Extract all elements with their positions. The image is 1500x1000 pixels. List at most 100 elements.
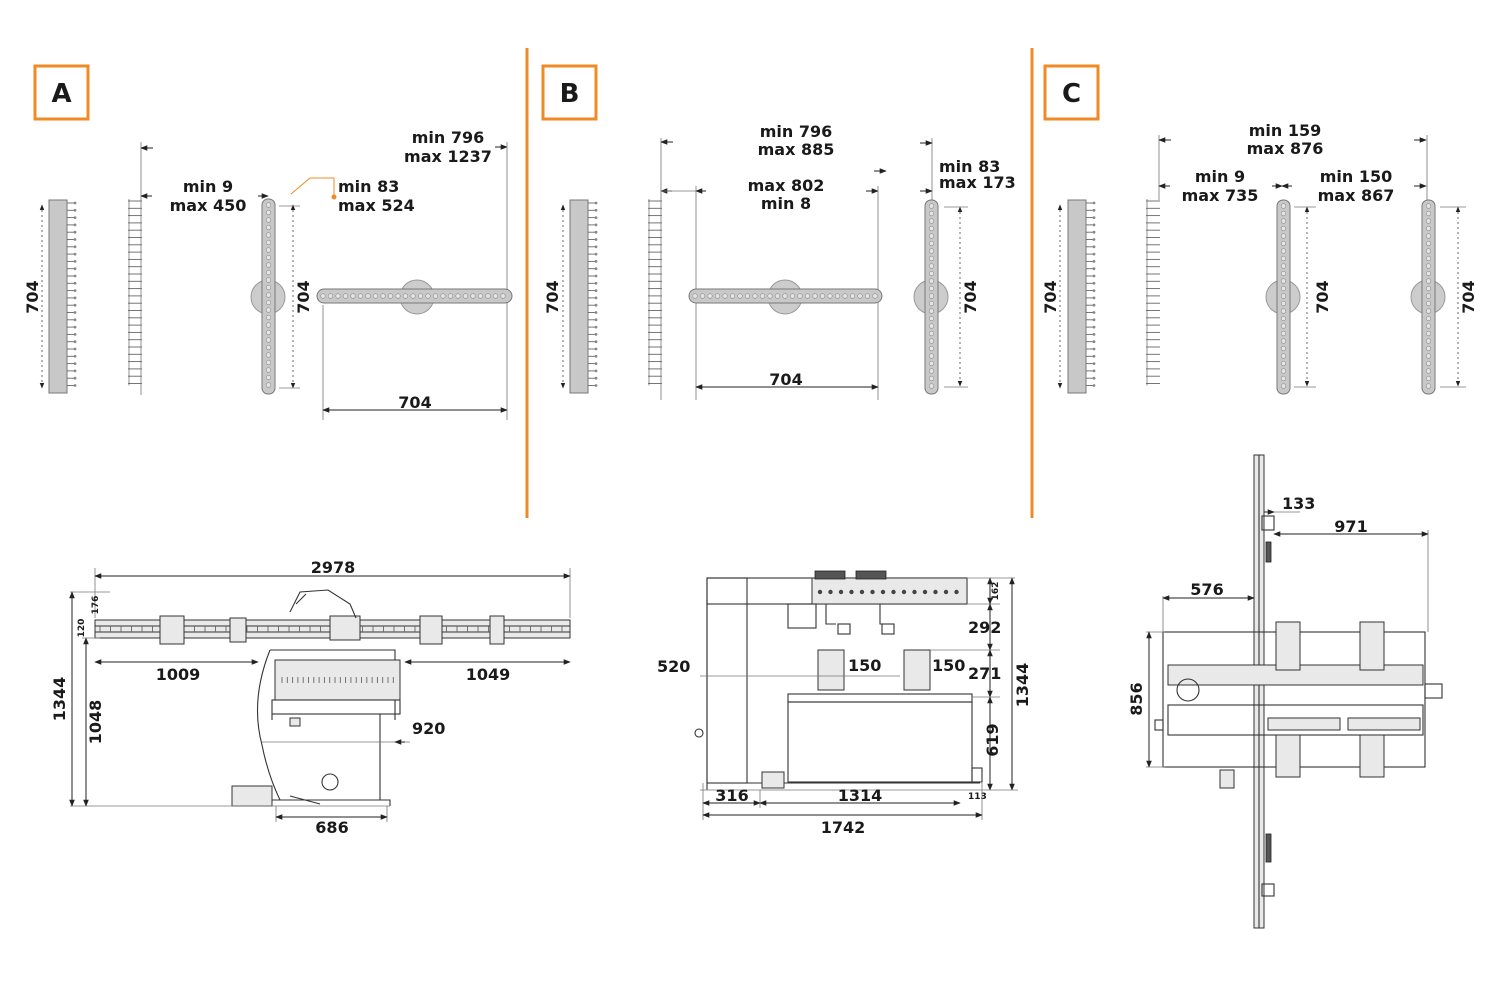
spindle-hole <box>265 337 272 343</box>
spindle-hole <box>265 262 272 268</box>
spindle-hole <box>425 293 431 299</box>
drill-bit-tip <box>73 376 77 380</box>
spindle-hole <box>714 293 721 299</box>
head-dot <box>838 589 844 595</box>
spindle-hole <box>928 233 935 239</box>
front-small-176: 176 <box>91 596 101 615</box>
drill-bit-tip <box>1092 362 1096 365</box>
drill-bit-tip <box>1092 216 1096 220</box>
drill-bit-tip <box>73 201 77 205</box>
side-1742-label: 1742 <box>821 818 866 837</box>
spindle-hole <box>477 293 484 299</box>
side-150b-label: 150 <box>932 656 965 675</box>
front-base-label: 686 <box>315 818 348 837</box>
panel-a-height-label-2: 704 <box>294 280 313 313</box>
panel-b-right-min: min 83 <box>939 157 1000 176</box>
spindle-hole <box>1280 323 1287 329</box>
drill-bit-tip <box>73 325 77 329</box>
spindle-hole <box>432 293 439 299</box>
panel-a-letter: A <box>51 79 71 109</box>
drill-bit-tip <box>73 223 77 227</box>
spindle-hole <box>1280 263 1287 269</box>
side-292-label: 292 <box>968 618 1001 637</box>
drill-bit-tip <box>73 318 77 322</box>
panel-b-drill-teeth <box>588 201 598 387</box>
side-162-label: 162 <box>991 582 1001 601</box>
panel-a-drill-head <box>48 199 68 394</box>
spindle-hole <box>767 293 773 299</box>
side-1314-label: 1314 <box>838 786 883 805</box>
drill-bit-tip <box>594 245 598 249</box>
top-856-label: 856 <box>1127 682 1146 715</box>
spindle-hole <box>1280 383 1287 389</box>
spindle-hole <box>1425 360 1432 367</box>
spindle-hole <box>380 293 386 299</box>
side-clamp-1 <box>817 649 845 691</box>
spindle-hole <box>1425 233 1432 239</box>
panel-a-gap1-min: min 9 <box>183 177 233 196</box>
drill-bit-tip <box>1092 296 1096 300</box>
drill-bit-tip <box>1092 274 1096 278</box>
panel-a-gap2-max: max 524 <box>338 196 415 215</box>
drill-bit-tip <box>1092 252 1096 256</box>
spindle-hole <box>440 293 446 299</box>
panel-b-total-max: max 885 <box>758 140 835 159</box>
spindle-hole <box>1280 293 1287 299</box>
drill-bit-tip <box>594 325 598 329</box>
spindle-hole <box>1280 218 1287 224</box>
spindle-hole <box>752 293 758 299</box>
spindle-hole <box>928 293 935 299</box>
drill-bit-tip <box>73 230 77 234</box>
front-width-label: 2978 <box>311 558 356 577</box>
front-depth-label: 920 <box>412 719 445 738</box>
spindle-hole <box>1425 300 1432 307</box>
spindle-hole <box>1425 240 1432 247</box>
spindle-hole <box>265 224 272 231</box>
spindle-hole <box>1425 210 1432 217</box>
drill-bit-tip <box>73 252 77 256</box>
panel-a-gap2-min: min 83 <box>338 177 399 196</box>
panel-a-total-max: max 1237 <box>404 147 492 166</box>
spindle-hole <box>1425 308 1432 314</box>
drill-bit-tip <box>594 267 598 271</box>
drill-bit-tip <box>594 340 598 344</box>
panel-a-badge <box>33 64 90 121</box>
drill-bit-tip <box>594 369 598 373</box>
front-view: 2978 1344 1048 176 120 1009 <box>50 558 571 837</box>
spindle-hole <box>1425 330 1432 337</box>
side-cabinet <box>787 701 973 783</box>
drill-bit-tip <box>594 208 598 212</box>
head-dot <box>817 589 823 595</box>
spindle-hole <box>1425 263 1432 269</box>
spindle-hole <box>797 293 803 299</box>
panel-c-spindle2-holes <box>1425 203 1432 389</box>
spindle-hole <box>928 285 935 292</box>
drill-bit-tip <box>73 245 77 249</box>
spindle-hole <box>744 293 751 299</box>
drill-bit-tip <box>1092 267 1096 271</box>
panel-a-drill-teeth <box>67 201 77 387</box>
spindle-hole <box>1280 225 1287 232</box>
panel-c-drill-comb <box>1146 199 1160 386</box>
panel-c-letter: C <box>1062 79 1081 109</box>
panel-c: C 704 min 159 max 876 min 9 max 735 min … <box>1041 64 1478 395</box>
side-619-label: 619 <box>983 723 1002 756</box>
panel-c-height-label: 704 <box>1041 280 1060 313</box>
drill-bit-tip <box>594 384 598 387</box>
panel-a-height-label: 704 <box>23 280 42 313</box>
spindle-hole <box>1425 270 1432 277</box>
drill-bit-tip <box>73 362 77 365</box>
spindle-hole <box>365 293 371 299</box>
panel-a-total-min: min 796 <box>412 128 485 147</box>
spindle-hole <box>265 254 272 261</box>
spindle-hole <box>1280 203 1287 209</box>
drill-bit-tip <box>1092 318 1096 322</box>
spindle-hole <box>789 293 796 299</box>
spindle-hole <box>849 293 856 299</box>
drill-bit-tip <box>1092 384 1096 387</box>
front-lower-label: 1048 <box>86 700 105 745</box>
spindle-hole <box>335 293 341 299</box>
spindle-hole <box>1425 338 1432 344</box>
drill-bit-tip <box>1092 245 1096 249</box>
